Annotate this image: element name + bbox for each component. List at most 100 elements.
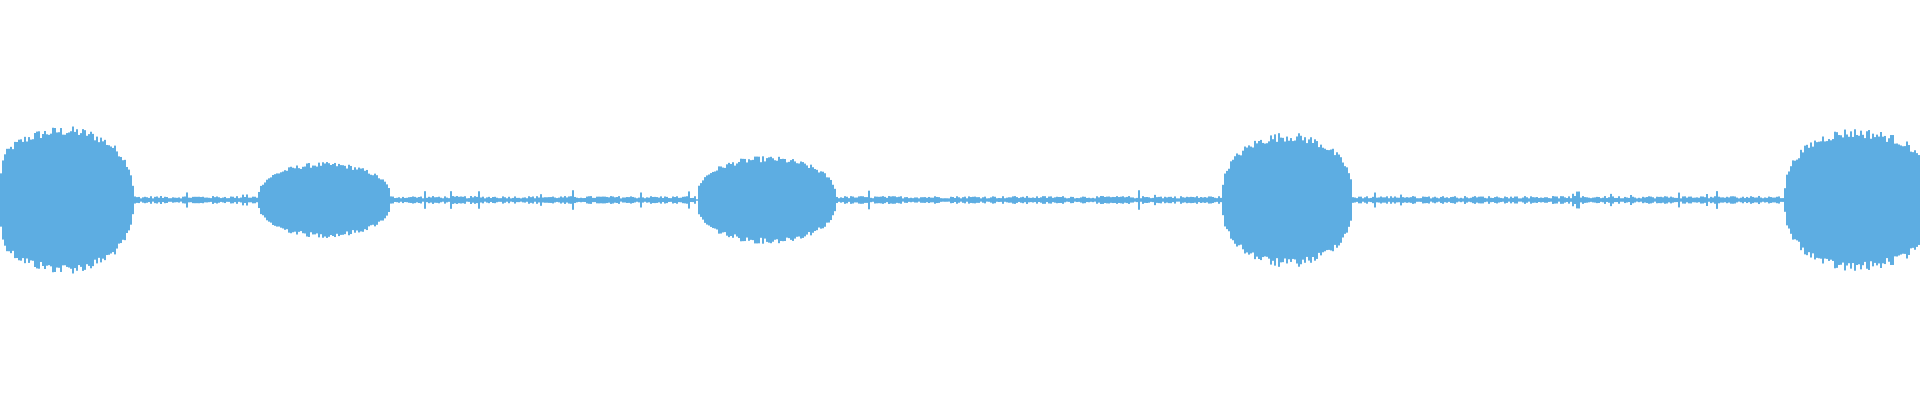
- waveform-sample-bar: [822, 171, 824, 229]
- waveform-sample-bar: [42, 134, 44, 266]
- waveform-sample-bar: [1056, 196, 1058, 204]
- waveform-sample-bar: [1214, 197, 1216, 203]
- waveform-sample-bar: [914, 197, 916, 203]
- waveform-sample-bar: [252, 196, 254, 204]
- waveform-sample-bar: [928, 196, 930, 204]
- waveform-sample-bar: [1130, 197, 1132, 203]
- waveform-sample-bar: [1430, 198, 1432, 202]
- waveform-sample-bar: [298, 168, 300, 232]
- waveform-sample-bar: [1160, 196, 1162, 204]
- waveform-sample-bar: [144, 196, 146, 204]
- waveform-sample-bar: [1092, 197, 1094, 203]
- waveform-sample-bar: [1366, 196, 1368, 204]
- waveform-sample-bar: [744, 158, 746, 242]
- waveform-sample-bar: [944, 198, 946, 202]
- waveform-sample-bar: [1022, 196, 1024, 204]
- waveform-sample-bar: [38, 131, 40, 269]
- waveform-sample-bar: [532, 196, 534, 204]
- waveform-sample-bar: [658, 197, 660, 203]
- waveform-sample-bar: [1312, 143, 1314, 257]
- waveform-sample-bar: [764, 161, 766, 239]
- waveform-sample-bar: [1892, 135, 1894, 265]
- waveform-sample-bar: [194, 196, 196, 204]
- waveform-sample-bar: [1034, 197, 1036, 203]
- waveform-sample-bar: [1432, 197, 1434, 203]
- waveform-sample-bar: [1348, 173, 1350, 227]
- waveform-sample-bar: [410, 197, 412, 203]
- waveform-sample-bar: [12, 149, 14, 251]
- waveform-sample-bar: [58, 132, 60, 268]
- waveform-sample-bar: [276, 173, 278, 227]
- waveform-sample-bar: [1900, 145, 1902, 255]
- waveform-sample-bar: [920, 197, 922, 203]
- waveform-sample-bar: [1510, 196, 1512, 204]
- waveform-sample-bar: [784, 158, 786, 242]
- waveform-sample-bar: [636, 198, 638, 202]
- waveform-sample-bar: [1136, 197, 1138, 203]
- waveform-sample-bar: [1896, 143, 1898, 257]
- waveform-sample-bar: [848, 198, 850, 202]
- waveform-sample-bar: [1848, 136, 1850, 264]
- waveform-sample-bar: [1454, 196, 1456, 204]
- waveform-sample-bar: [1590, 198, 1592, 202]
- waveform-sample-bar: [1602, 197, 1604, 203]
- waveform-sample-bar: [1656, 196, 1658, 204]
- waveform-sample-bar: [482, 196, 484, 204]
- waveform-sample-bar: [254, 196, 256, 204]
- waveform-sample-bar: [862, 196, 864, 204]
- waveform-sample-bar: [1648, 196, 1650, 204]
- waveform-sample-bar: [430, 197, 432, 203]
- waveform-sample-bar: [1394, 196, 1396, 204]
- waveform-sample-bar: [106, 144, 108, 256]
- waveform-sample-bar: [1332, 148, 1334, 252]
- waveform-sample-bar: [438, 196, 440, 204]
- waveform-sample-bar: [442, 198, 444, 202]
- waveform-sample-bar: [906, 197, 908, 203]
- waveform-sample-bar: [1646, 197, 1648, 203]
- waveform-sample-bar: [226, 198, 228, 202]
- waveform-sample-bar: [1364, 197, 1366, 203]
- waveform-sample-bar: [46, 134, 48, 266]
- waveform-sample-bar: [294, 168, 296, 232]
- waveform-sample-bar: [990, 197, 992, 203]
- waveform-sample-bar: [396, 197, 398, 203]
- waveform-sample-bar: [1012, 196, 1014, 204]
- waveform-sample-bar: [1468, 198, 1470, 202]
- waveform-sample-bar: [1818, 141, 1820, 259]
- waveform-sample-bar: [536, 196, 538, 204]
- waveform-sample-bar: [52, 127, 54, 273]
- waveform-sample-bar: [1400, 194, 1402, 206]
- waveform-sample-bar: [686, 196, 688, 204]
- waveform-sample-bar: [1520, 198, 1522, 202]
- waveform-sample-bar: [1780, 198, 1782, 202]
- waveform-sample-bar: [150, 196, 152, 204]
- waveform-sample-bar: [1300, 135, 1302, 265]
- waveform-sample-bar: [1856, 134, 1858, 266]
- waveform-sample-bar: [902, 198, 904, 202]
- waveform-sample-bar: [1868, 130, 1870, 270]
- waveform-sample-bar: [1324, 148, 1326, 252]
- waveform-sample-bar: [1264, 143, 1266, 257]
- waveform-sample-bar: [314, 165, 316, 235]
- waveform-sample-bar: [1416, 198, 1418, 202]
- waveform-sample-bar: [262, 184, 264, 216]
- waveform-sample-bar: [394, 198, 396, 202]
- waveform-sample-bar: [1292, 141, 1294, 259]
- waveform-sample-bar: [1064, 197, 1066, 203]
- waveform-sample-bar: [1506, 197, 1508, 203]
- waveform-sample-bar: [492, 196, 494, 204]
- waveform-sample-bar: [1334, 155, 1336, 245]
- waveform-sample-bar: [1690, 196, 1692, 204]
- waveform-sample-bar: [586, 196, 588, 204]
- waveform-sample-bar: [390, 196, 392, 204]
- waveform-sample-bar: [1730, 196, 1732, 204]
- waveform-sample-bar: [1670, 196, 1672, 204]
- waveform-sample-bar: [286, 170, 288, 230]
- waveform-sample-bar: [1570, 198, 1572, 202]
- waveform-sample-bar: [478, 191, 480, 209]
- waveform-sample-bar: [558, 197, 560, 203]
- waveform-sample-bar: [180, 198, 182, 202]
- waveform-sample-bar: [1222, 184, 1224, 216]
- waveform-sample-bar: [654, 196, 656, 204]
- waveform-sample-bar: [1864, 138, 1866, 262]
